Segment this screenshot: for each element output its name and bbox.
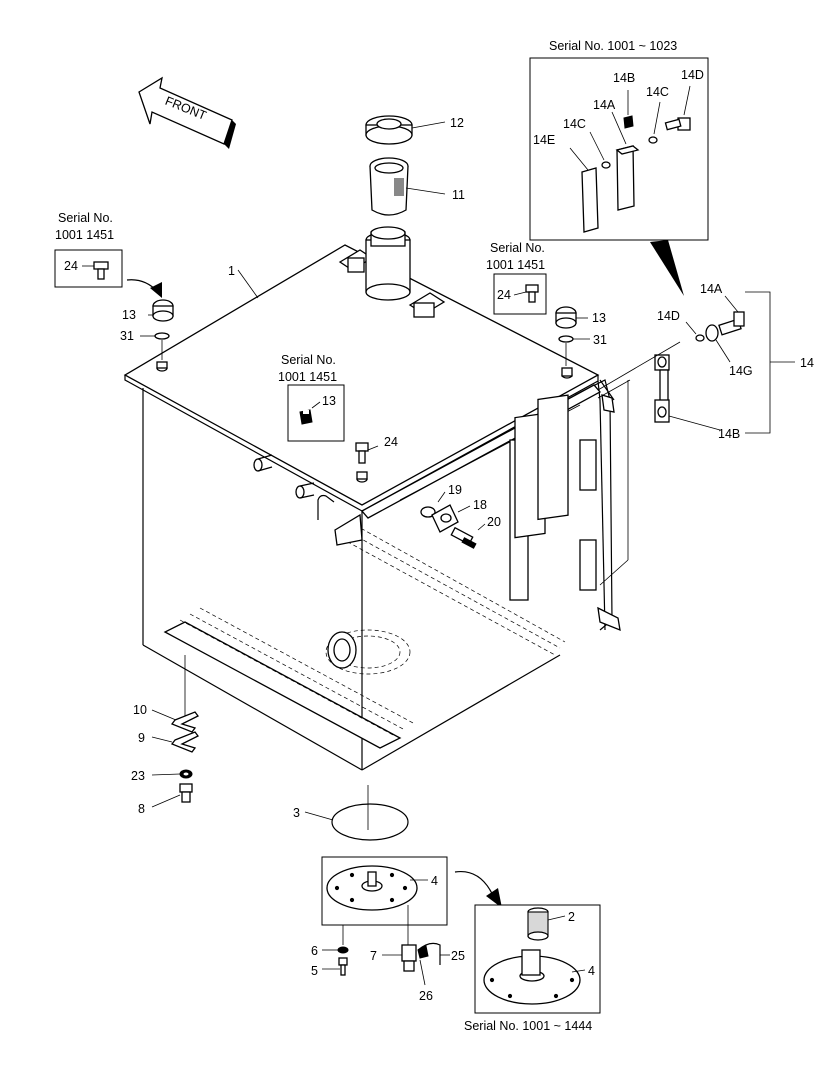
callout-14: 14 xyxy=(800,356,814,370)
callout-26: 26 xyxy=(419,989,433,1003)
cover-plate-4-box xyxy=(321,856,450,986)
callout-4-lower: 4 xyxy=(588,964,595,978)
callout-7: 7 xyxy=(370,949,377,963)
flange-18-19-20 xyxy=(420,491,486,549)
callout-1: 1 xyxy=(228,264,235,278)
callout-23: 23 xyxy=(131,769,145,783)
callout-14a-top: 14A xyxy=(593,98,616,112)
callout-4-upper: 4 xyxy=(431,874,438,888)
callout-14b-side: 14B xyxy=(718,427,740,441)
callout-2: 2 xyxy=(568,910,575,924)
serial-label-center-range: 1001 1451 xyxy=(278,370,337,384)
tank-leaders xyxy=(184,269,631,830)
callout-5: 5 xyxy=(311,964,318,978)
callout-31-left: 31 xyxy=(120,329,134,343)
o-ring-3 xyxy=(304,803,409,841)
strainer-11 xyxy=(369,157,446,216)
callout-25: 25 xyxy=(451,949,465,963)
arrow-to-serial-1444 xyxy=(454,870,502,908)
filler-cap-12 xyxy=(365,115,446,145)
serial-labels: Serial No. 1001 ~ 1023 Serial No. 1001 1… xyxy=(55,39,677,1033)
serial-box-left xyxy=(54,249,162,298)
callout-14g: 14G xyxy=(729,364,753,378)
serial-box-mid xyxy=(493,273,547,315)
callout-14d-top: 14D xyxy=(681,68,704,82)
callout-6: 6 xyxy=(311,944,318,958)
inset-box-1444 xyxy=(474,904,601,1014)
serial-box-center xyxy=(287,384,345,442)
serial-label-center-word: Serial No. xyxy=(281,353,336,367)
callout-14e: 14E xyxy=(533,133,555,147)
serial-label-1023: Serial No. 1001 ~ 1023 xyxy=(549,39,677,53)
callout-14d-side: 14D xyxy=(657,309,680,323)
serial-label-mid-range: 1001 1451 xyxy=(486,258,545,272)
plug-13-left xyxy=(140,299,174,360)
inset-box-1023 xyxy=(529,57,709,296)
serial-label-1444: Serial No. 1001 ~ 1444 xyxy=(464,1019,592,1033)
callout-24-left: 24 xyxy=(64,259,78,273)
plug-13-right xyxy=(555,306,590,366)
callout-31-right: 31 xyxy=(593,333,607,347)
tank-body xyxy=(123,226,621,771)
drain-parts xyxy=(151,709,199,808)
callout-19: 19 xyxy=(448,483,462,497)
callout-24-mid: 24 xyxy=(497,288,511,302)
callout-14b-top: 14B xyxy=(613,71,635,85)
callout-11: 11 xyxy=(452,188,465,202)
callout-8: 8 xyxy=(138,802,145,816)
callout-14a-side: 14A xyxy=(700,282,723,296)
serial-label-left-word: Serial No. xyxy=(58,211,113,225)
callout-12: 12 xyxy=(450,116,464,130)
serial-label-mid-word: Serial No. xyxy=(490,241,545,255)
callout-14c-left: 14C xyxy=(563,117,586,131)
callout-13-center: 13 xyxy=(322,394,336,408)
callout-18: 18 xyxy=(473,498,487,512)
serial-label-left-range: 1001 1451 xyxy=(55,228,114,242)
callout-9: 9 xyxy=(138,731,145,745)
part-callouts: 1 2 3 4 4 5 6 7 8 9 10 11 12 13 13 13 14… xyxy=(64,68,814,1003)
callout-20: 20 xyxy=(487,515,501,529)
callout-13-left: 13 xyxy=(122,308,136,322)
callout-14c-right: 14C xyxy=(646,85,669,99)
bolt-24-top xyxy=(355,442,379,464)
callout-3: 3 xyxy=(293,806,300,820)
level-gauge-14-assembly xyxy=(597,291,795,434)
callout-13-right: 13 xyxy=(592,311,606,325)
callout-24-top: 24 xyxy=(384,435,398,449)
front-direction-arrow: FRONT xyxy=(138,76,236,149)
callout-10: 10 xyxy=(133,703,147,717)
